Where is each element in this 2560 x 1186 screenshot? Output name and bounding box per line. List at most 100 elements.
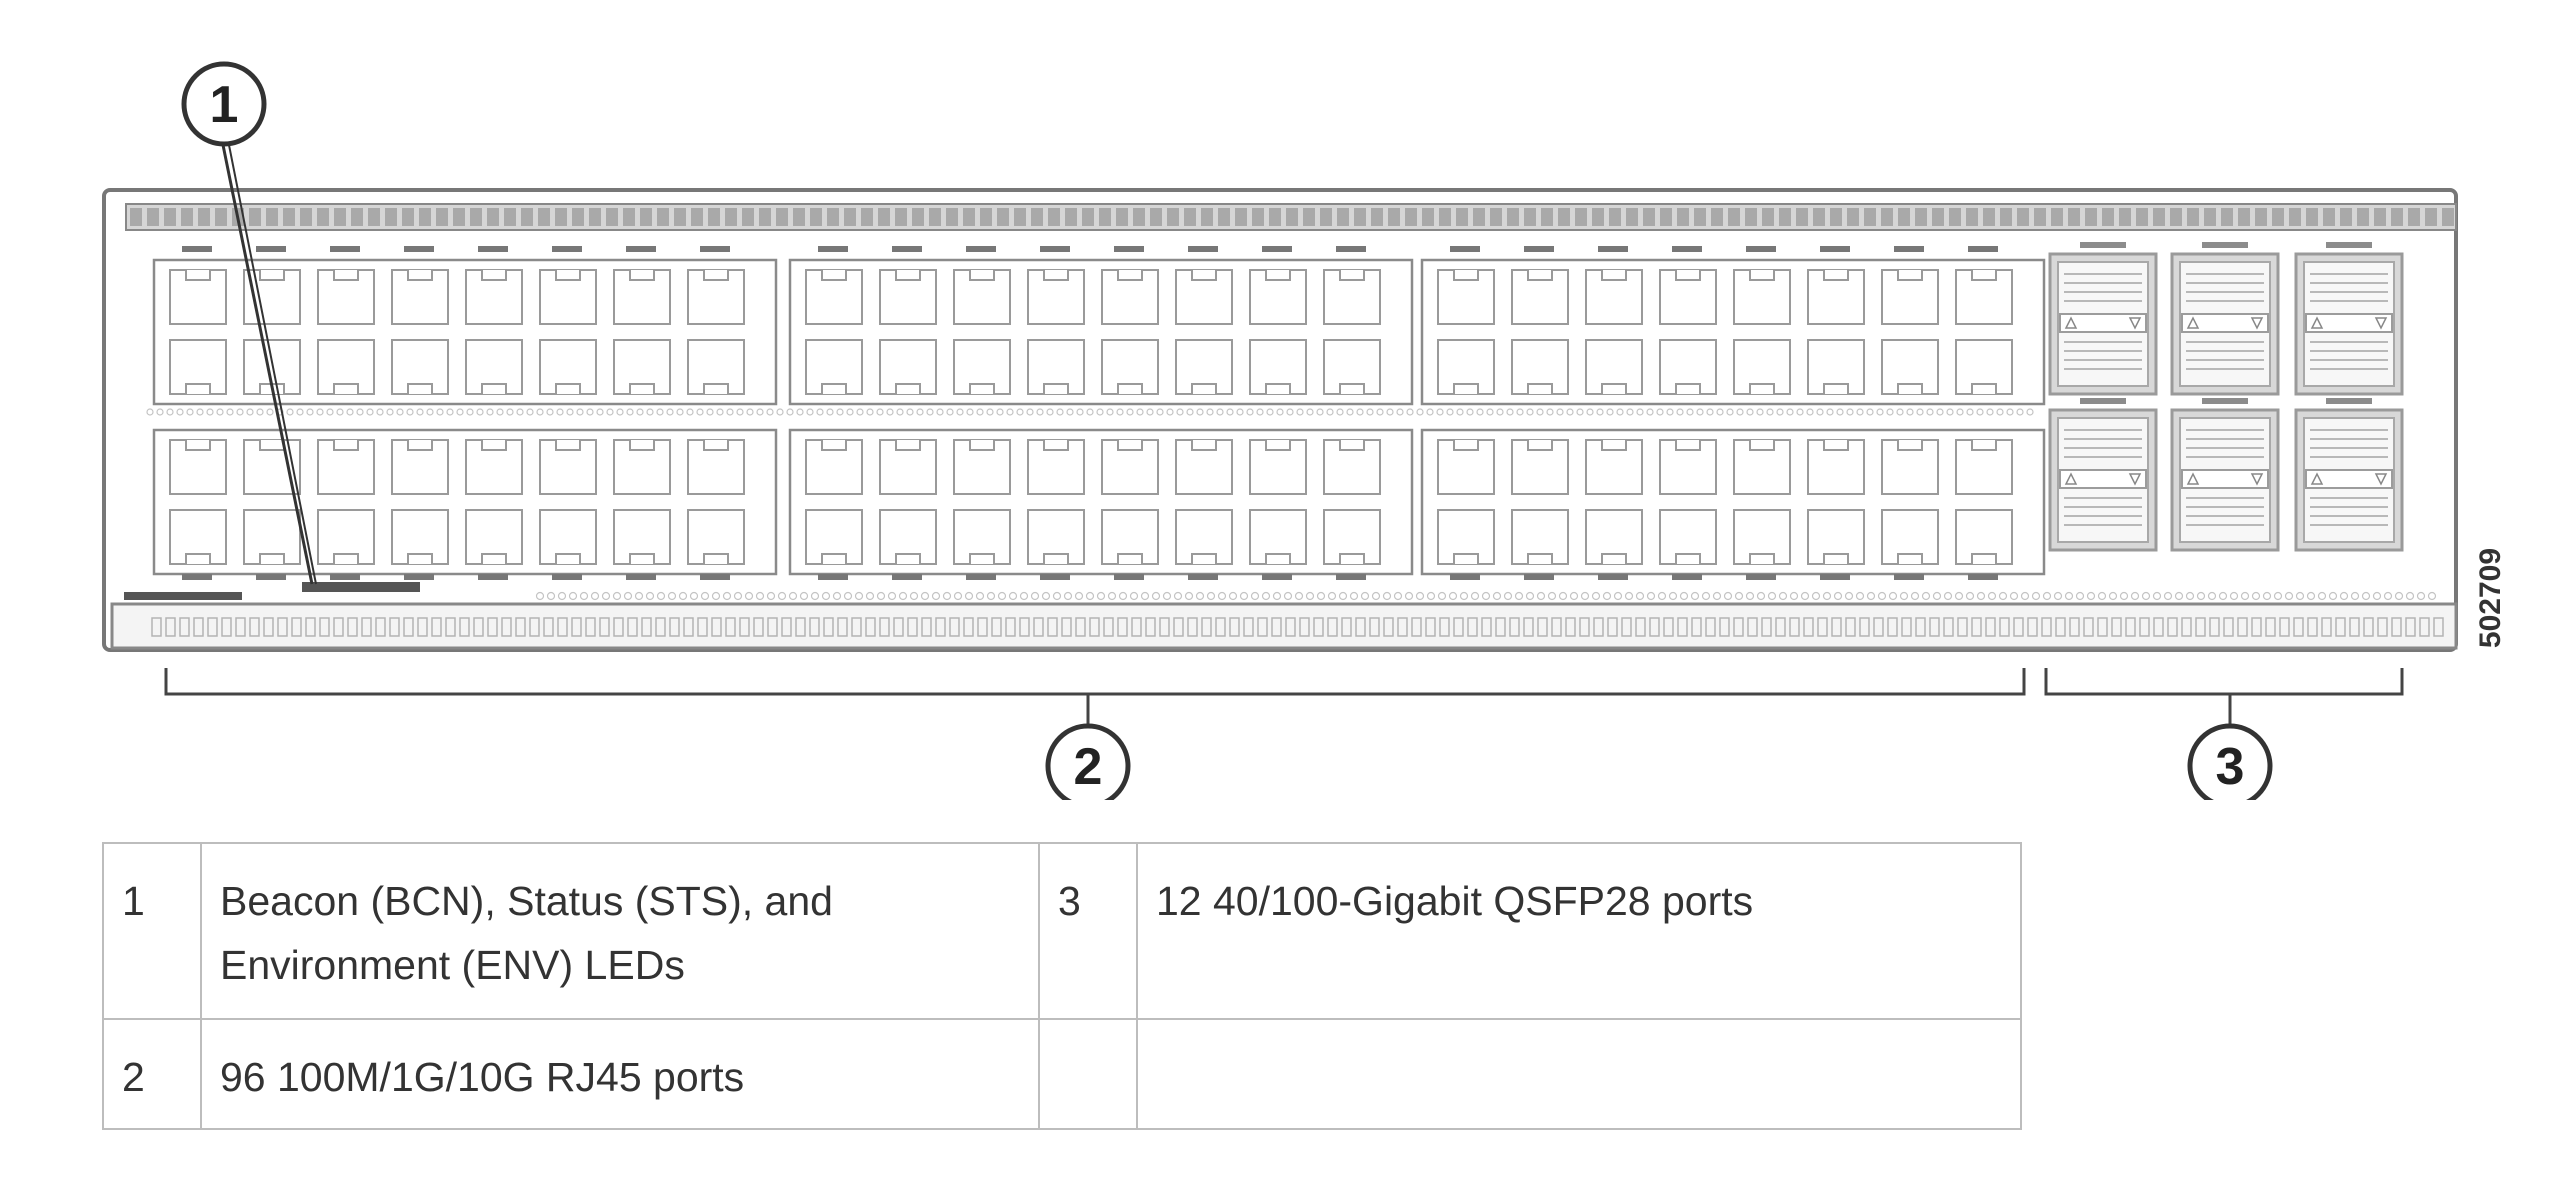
port-latch — [1823, 383, 1849, 394]
vent-dot — [1976, 408, 1984, 416]
port-latch — [407, 270, 433, 281]
vent-slot — [691, 208, 703, 226]
qsfp-up-arrow — [2186, 472, 2200, 485]
port-led-label — [1336, 246, 1366, 252]
vent-dot — [1876, 408, 1884, 416]
port-group-frame — [1420, 258, 2046, 406]
vent-dot — [1734, 591, 1744, 601]
vent-slot — [1031, 208, 1043, 226]
port-led-label — [1262, 574, 1292, 580]
vent-dot — [1716, 408, 1724, 416]
vent-slot — [181, 208, 193, 226]
vent-dot — [568, 591, 578, 601]
vent-dot — [666, 408, 674, 416]
vent-dot — [1416, 408, 1424, 416]
vent-slot — [2051, 208, 2063, 226]
vent-slot — [277, 617, 288, 637]
vent-dot — [1086, 408, 1094, 416]
rj45-port — [1807, 439, 1865, 495]
vent-slot — [1592, 208, 1604, 226]
port-led-label — [478, 246, 508, 252]
vent-slot — [865, 617, 876, 637]
vent-slot — [2000, 208, 2012, 226]
port-latch — [1601, 270, 1627, 281]
vent-slot — [1541, 208, 1553, 226]
vent-dot — [1030, 591, 1040, 601]
vent-dot — [546, 408, 554, 416]
vent-slot — [266, 208, 278, 226]
port-led-label — [1672, 246, 1702, 252]
port-latch — [1823, 270, 1849, 281]
vent-dot — [1767, 591, 1777, 601]
vent-dot — [1866, 591, 1876, 601]
rj45-port — [879, 269, 937, 325]
rj45-port — [1323, 509, 1381, 565]
vent-slot — [351, 208, 363, 226]
vent-dot — [1107, 591, 1117, 601]
vent-slot — [2102, 208, 2114, 226]
vent-slot — [283, 208, 295, 226]
port-latch — [1527, 440, 1553, 451]
vent-slot — [2323, 208, 2335, 226]
vent-slot — [221, 617, 232, 637]
vent-dot — [266, 408, 274, 416]
vent-slot — [589, 208, 601, 226]
vent-dot — [1766, 408, 1774, 416]
vent-dot — [1406, 408, 1414, 416]
vent-slot — [1133, 208, 1145, 226]
port-latch — [1265, 270, 1291, 281]
vent-dot — [786, 408, 794, 416]
port-latch — [1339, 270, 1365, 281]
vent-dot — [756, 408, 764, 416]
vent-slot — [1495, 617, 1506, 637]
vent-dot — [1591, 591, 1601, 601]
vent-dot — [887, 591, 897, 601]
port-group-frame — [788, 258, 1414, 406]
vent-slot — [207, 617, 218, 637]
vent-dot — [926, 408, 934, 416]
vent-dot — [1514, 591, 1524, 601]
vent-dot — [1338, 591, 1348, 601]
rj45-port — [953, 269, 1011, 325]
vent-dot — [1466, 408, 1474, 416]
rj45-port — [1249, 509, 1307, 565]
vent-slot — [1005, 617, 1016, 637]
port-latch — [1971, 270, 1997, 281]
vent-dot — [226, 408, 234, 416]
vent-dot — [1019, 591, 1029, 601]
vent-slot — [1405, 208, 1417, 226]
port-led-label — [1524, 574, 1554, 580]
port-latch — [969, 553, 995, 564]
port-latch — [895, 270, 921, 281]
vent-slot — [263, 617, 274, 637]
rj45-port — [1249, 439, 1307, 495]
rj45-port — [391, 269, 449, 325]
vent-slot — [1523, 617, 1534, 637]
vent-dot — [866, 408, 874, 416]
vent-slot — [2167, 617, 2178, 637]
vent-dot — [1712, 591, 1722, 601]
qsfp-up-arrow — [2310, 316, 2324, 329]
vent-slot — [1660, 208, 1672, 226]
vent-slot — [2153, 208, 2165, 226]
vent-dot — [1294, 591, 1304, 601]
vent-slot — [669, 617, 680, 637]
vent-dot — [2196, 591, 2206, 601]
port-latch — [1749, 553, 1775, 564]
rj45-port — [1511, 509, 1569, 565]
vent-slot — [436, 208, 448, 226]
qsfp-led-strip — [2305, 469, 2393, 489]
port-led-label — [404, 574, 434, 580]
vent-dot — [1217, 591, 1227, 601]
rj45-port — [687, 269, 745, 325]
vent-slot — [2181, 617, 2192, 637]
vent-slot — [501, 617, 512, 637]
vent-dot — [1226, 408, 1234, 416]
vent-dot — [536, 408, 544, 416]
vent-dot — [1966, 408, 1974, 416]
vent-slot — [453, 208, 465, 226]
vent-dot — [700, 591, 710, 601]
vent-dot — [1745, 591, 1755, 601]
vent-dot — [1866, 408, 1874, 416]
vent-slot — [1593, 617, 1604, 637]
